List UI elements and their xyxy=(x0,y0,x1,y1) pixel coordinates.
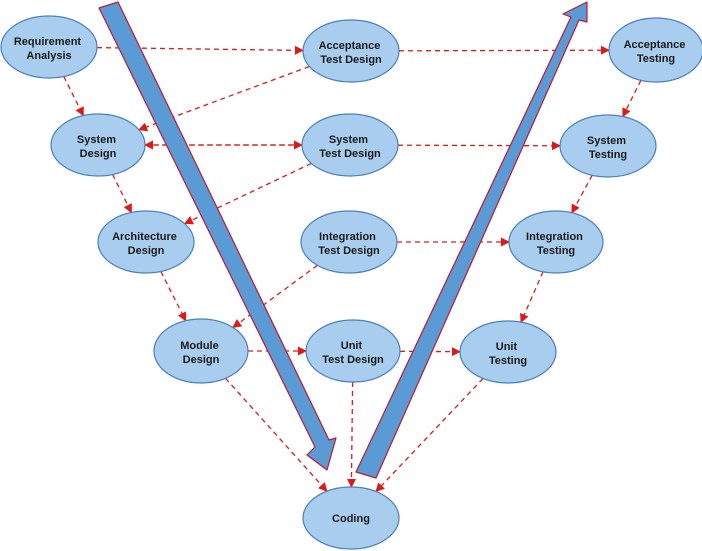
svg-text:System Testing: System Testing xyxy=(587,135,629,161)
connector-system-test-design-to-system-testing xyxy=(397,141,561,151)
connector-architecture-design-to-module-design xyxy=(160,271,187,322)
svg-text:Module Design: Module Design xyxy=(180,340,222,366)
unit-testing-node[interactable]: Unit Testing xyxy=(459,320,557,384)
connector-acceptance-test-design-to-acceptance-testing xyxy=(398,45,610,55)
svg-text:Requirement Analysis: Requirement Analysis xyxy=(14,36,84,62)
architecture-design-ellipse xyxy=(97,210,195,274)
architecture-design-label-line1: Architecture xyxy=(112,231,177,243)
connector-integration-testing-to-unit-testing xyxy=(520,271,544,324)
integration-test-design-node[interactable]: Integration Test Design xyxy=(300,210,398,274)
system-design-label-line1: System xyxy=(77,134,116,146)
svg-text:Architecture Design: Architecture Design xyxy=(112,231,180,257)
system-testing-label-line1: System xyxy=(587,135,626,147)
unit-testing-label-line1: Unit xyxy=(496,341,518,353)
svg-text:System Design: System Design xyxy=(77,134,119,160)
module-design-node[interactable]: Module Design xyxy=(153,318,249,384)
system-test-design-label-line1: System xyxy=(329,134,368,146)
svg-text:Unit Test Design: Unit Test Design xyxy=(322,340,384,366)
module-design-label-line2: Design xyxy=(183,354,220,366)
integration-test-design-label-line2: Test Design xyxy=(318,245,380,257)
connector-module-design-to-coding xyxy=(225,377,328,492)
svg-text:Unit Testing: Unit Testing xyxy=(489,341,527,367)
unit-test-design-ellipse xyxy=(305,319,401,383)
coding-label: Coding xyxy=(332,513,370,525)
acceptance-test-design-ellipse xyxy=(302,19,400,83)
connector-requirement-analysis-to-system-design xyxy=(63,76,84,117)
acceptance-test-design-label-line1: Acceptance xyxy=(319,40,381,52)
integration-test-design-label-line1: Integration xyxy=(319,231,376,243)
acceptance-testing-ellipse xyxy=(608,17,702,83)
unit-test-design-node[interactable]: Unit Test Design xyxy=(305,319,401,383)
connector-unit-test-design-to-coding xyxy=(346,381,357,488)
descending-flow-arrow xyxy=(98,1,337,471)
unit-testing-ellipse xyxy=(459,320,557,384)
connector-unit-testing-to-coding xyxy=(375,378,484,493)
svg-text:Acceptance Test Design: Acceptance Test Design xyxy=(319,40,384,66)
svg-text:Integration Testing: Integration Testing xyxy=(526,231,586,257)
integration-testing-ellipse xyxy=(508,210,604,274)
connector-requirement-analysis-to-acceptance-test-design xyxy=(96,45,304,55)
unit-test-design-label-line2: Test Design xyxy=(322,354,384,366)
integration-testing-label-line1: Integration xyxy=(526,231,583,243)
system-design-label-line2: Design xyxy=(80,148,117,160)
architecture-design-node[interactable]: Architecture Design xyxy=(97,210,195,274)
svg-text:Acceptance Testing: Acceptance Testing xyxy=(624,39,689,65)
system-design-ellipse xyxy=(50,113,146,177)
system-test-design-ellipse xyxy=(301,113,399,177)
system-design-node[interactable]: System Design xyxy=(50,113,146,177)
system-test-design-label-line2: Test Design xyxy=(319,148,381,160)
acceptance-testing-label-line2: Testing xyxy=(637,53,675,65)
integration-testing-node[interactable]: Integration Testing xyxy=(508,210,604,274)
acceptance-testing-node[interactable]: Acceptance Testing xyxy=(608,17,702,83)
system-testing-node[interactable]: System Testing xyxy=(559,114,657,178)
module-design-label-line1: Module xyxy=(180,340,219,352)
acceptance-test-design-label-line2: Test Design xyxy=(320,54,382,66)
integration-testing-label-line2: Testing xyxy=(537,245,575,257)
module-design-ellipse xyxy=(153,318,249,384)
acceptance-test-design-node[interactable]: Acceptance Test Design xyxy=(302,19,400,83)
svg-text:Integration Test Design: Integration Test Design xyxy=(318,231,380,257)
system-test-design-node[interactable]: System Test Design xyxy=(301,113,399,177)
requirement-analysis-label-line2: Analysis xyxy=(26,50,71,62)
connector-acceptance-test-design-to-system-design xyxy=(138,65,310,132)
ascending-flow-arrow xyxy=(355,1,588,479)
acceptance-testing-label-line1: Acceptance xyxy=(624,39,686,51)
unit-test-design-label-line1: Unit xyxy=(341,340,363,352)
system-testing-label-line2: Testing xyxy=(589,149,627,161)
unit-testing-label-line2: Testing xyxy=(489,355,527,367)
coding-node[interactable]: Coding xyxy=(302,486,400,550)
coding-ellipse xyxy=(302,486,400,550)
architecture-design-label-line2: Design xyxy=(128,245,165,257)
requirement-analysis-label-line1: Requirement xyxy=(14,36,82,48)
connector-system-design-to-architecture-design xyxy=(112,174,132,214)
system-testing-ellipse xyxy=(559,114,657,178)
requirement-analysis-node[interactable]: Requirement Analysis xyxy=(0,15,98,79)
svg-text:Coding: Coding xyxy=(332,513,370,525)
connector-acceptance-testing-to-system-testing xyxy=(622,80,642,118)
requirement-analysis-ellipse xyxy=(0,15,98,79)
connector-system-testing-to-integration-testing xyxy=(571,174,593,214)
svg-text:System Test Design: System Test Design xyxy=(319,134,381,160)
integration-test-design-ellipse xyxy=(300,210,398,274)
